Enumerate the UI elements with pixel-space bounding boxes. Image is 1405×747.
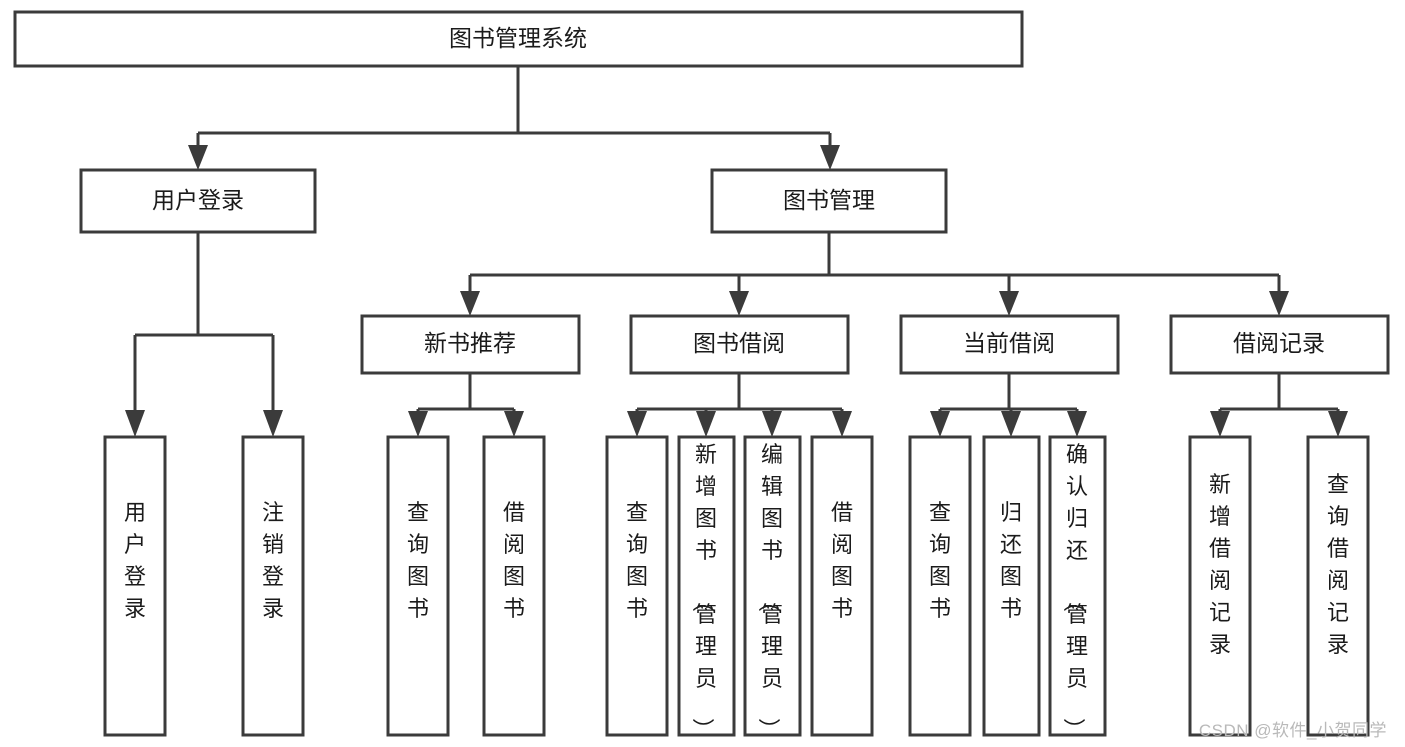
node-leaf-query-book-1-box[interactable] (386, 435, 450, 737)
node-book-management-box[interactable] (710, 168, 948, 234)
node-current-borrow-label: 当前借阅 (963, 330, 1055, 356)
node-leaf-query-borrow-record-box[interactable] (1306, 435, 1370, 737)
node-user-login-box[interactable] (79, 168, 317, 234)
node-book-borrow[interactable]: 图书借阅 (629, 314, 850, 375)
arrowhead-to-leaf-add-book-admin (696, 411, 716, 437)
node-leaf-borrow-book-2[interactable]: 借阅图书 (810, 435, 874, 737)
node-borrow-record-label: 借阅记录 (1233, 330, 1325, 356)
node-current-borrow-box[interactable] (899, 314, 1120, 375)
arrowhead-to-leaf-add-borrow-record (1210, 411, 1230, 437)
node-leaf-edit-book-admin-box[interactable] (743, 435, 802, 737)
node-leaf-user-login-label: 用户登录 (124, 500, 146, 621)
node-borrow-record-box[interactable] (1169, 314, 1390, 375)
node-leaf-query-book-3-box[interactable] (908, 435, 972, 737)
node-leaf-query-book-2[interactable]: 查询图书 (605, 435, 669, 737)
node-root-book-management-system[interactable]: 图书管理系统 (13, 10, 1024, 68)
node-leaf-add-borrow-record[interactable]: 新增借阅记录 (1188, 435, 1252, 737)
node-leaf-borrow-book-1-label: 借阅图书 (503, 500, 525, 621)
arrowhead-to-leaf-borrow-book-1 (504, 411, 524, 437)
arrowhead-to-leaf-query-book-1 (408, 411, 428, 437)
node-root-label: 图书管理系统 (449, 25, 587, 51)
node-leaf-borrow-book-2-box[interactable] (810, 435, 874, 737)
node-leaf-add-borrow-record-box[interactable] (1188, 435, 1252, 737)
node-leaf-borrow-book-1-box[interactable] (482, 435, 546, 737)
edge-new-book-recommend-to-bus (416, 373, 516, 414)
arrowhead-to-leaf-query-book-3 (930, 411, 950, 437)
node-leaf-query-book-3-label: 查询图书 (929, 500, 951, 621)
node-leaf-query-borrow-record-label: 查询借阅记录 (1327, 472, 1349, 657)
arrowhead-to-leaf-confirm-return-admin (1067, 411, 1087, 437)
node-leaf-add-book-admin[interactable]: 新增图书（管理员） (677, 435, 736, 740)
arrowhead-to-book-borrow (729, 291, 749, 316)
node-leaf-query-borrow-record[interactable]: 查询借阅记录 (1306, 435, 1370, 737)
arrowhead-to-current-borrow (999, 291, 1019, 316)
node-leaf-add-book-admin-label: 新增图书（管理员） (690, 442, 717, 740)
node-leaf-borrow-book-1[interactable]: 借阅图书 (482, 435, 546, 737)
node-new-book-recommend[interactable]: 新书推荐 (360, 314, 581, 375)
edge-borrow-record-to-bus (1218, 373, 1340, 414)
node-book-management-label: 图书管理 (783, 187, 875, 213)
connector-layer (125, 66, 1348, 437)
node-leaf-borrow-book-2-label: 借阅图书 (831, 500, 853, 621)
arrowhead-to-leaf-query-borrow-record (1328, 411, 1348, 437)
node-leaf-add-borrow-record-label: 新增借阅记录 (1209, 472, 1231, 657)
edge-user-login-to-bus (133, 232, 275, 413)
node-leaf-logout-login-label: 注销登录 (262, 500, 284, 621)
node-leaf-logout-login-box[interactable] (241, 435, 305, 737)
node-leaf-query-book-3[interactable]: 查询图书 (908, 435, 972, 737)
node-leaf-confirm-return-admin[interactable]: 确认归还（管理员） (1048, 435, 1107, 740)
node-leaf-logout-login[interactable]: 注销登录 (241, 435, 305, 737)
node-borrow-record[interactable]: 借阅记录 (1169, 314, 1390, 375)
node-leaf-return-book[interactable]: 归还图书 (982, 435, 1041, 737)
node-book-borrow-box[interactable] (629, 314, 850, 375)
node-leaf-query-book-1-label: 查询图书 (407, 500, 429, 621)
node-book-borrow-label: 图书借阅 (693, 330, 785, 356)
arrowhead-to-leaf-query-book-2 (627, 411, 647, 437)
node-user-login-label: 用户登录 (152, 187, 244, 213)
node-new-book-recommend-label: 新书推荐 (424, 330, 516, 356)
node-leaf-return-book-label: 归还图书 (1000, 500, 1022, 621)
node-user-login[interactable]: 用户登录 (79, 168, 317, 234)
edge-current-borrow-to-bus (938, 373, 1079, 414)
node-leaf-confirm-return-admin-label: 确认归还（管理员） (1061, 442, 1088, 740)
arrowhead-to-leaf-borrow-book-2 (832, 411, 852, 437)
node-leaf-confirm-return-admin-box[interactable] (1048, 435, 1107, 737)
arrowhead-to-new-book-recommend (460, 291, 480, 316)
node-leaf-query-book-2-box[interactable] (605, 435, 669, 737)
arrowhead-to-book-management (820, 145, 840, 170)
node-leaf-edit-book-admin-label: 编辑图书（管理员） (756, 442, 783, 740)
arrowhead-to-user-login (188, 145, 208, 170)
arrowhead-to-borrow-record (1269, 291, 1289, 316)
node-leaf-user-login[interactable]: 用户登录 (103, 435, 167, 737)
arrowhead-to-leaf-logout-login (263, 410, 283, 437)
arrowhead-to-leaf-user-login (125, 410, 145, 437)
node-leaf-query-book-2-label: 查询图书 (626, 500, 648, 621)
node-book-management[interactable]: 图书管理 (710, 168, 948, 234)
node-leaf-add-book-admin-box[interactable] (677, 435, 736, 737)
node-leaf-return-book-box[interactable] (982, 435, 1041, 737)
edge-root-to-level2-bus (196, 66, 832, 148)
arrowhead-to-leaf-return-book (1001, 411, 1021, 437)
node-leaf-user-login-box[interactable] (103, 435, 167, 737)
node-leaf-query-book-1[interactable]: 查询图书 (386, 435, 450, 737)
node-leaf-edit-book-admin[interactable]: 编辑图书（管理员） (743, 435, 802, 740)
node-new-book-recommend-box[interactable] (360, 314, 581, 375)
edge-book-borrow-to-bus (635, 373, 844, 414)
edge-book-management-to-level3-bus (468, 232, 1281, 294)
node-current-borrow[interactable]: 当前借阅 (899, 314, 1120, 375)
node-root-box[interactable] (13, 10, 1024, 68)
arrowhead-to-leaf-edit-book-admin (762, 411, 782, 437)
